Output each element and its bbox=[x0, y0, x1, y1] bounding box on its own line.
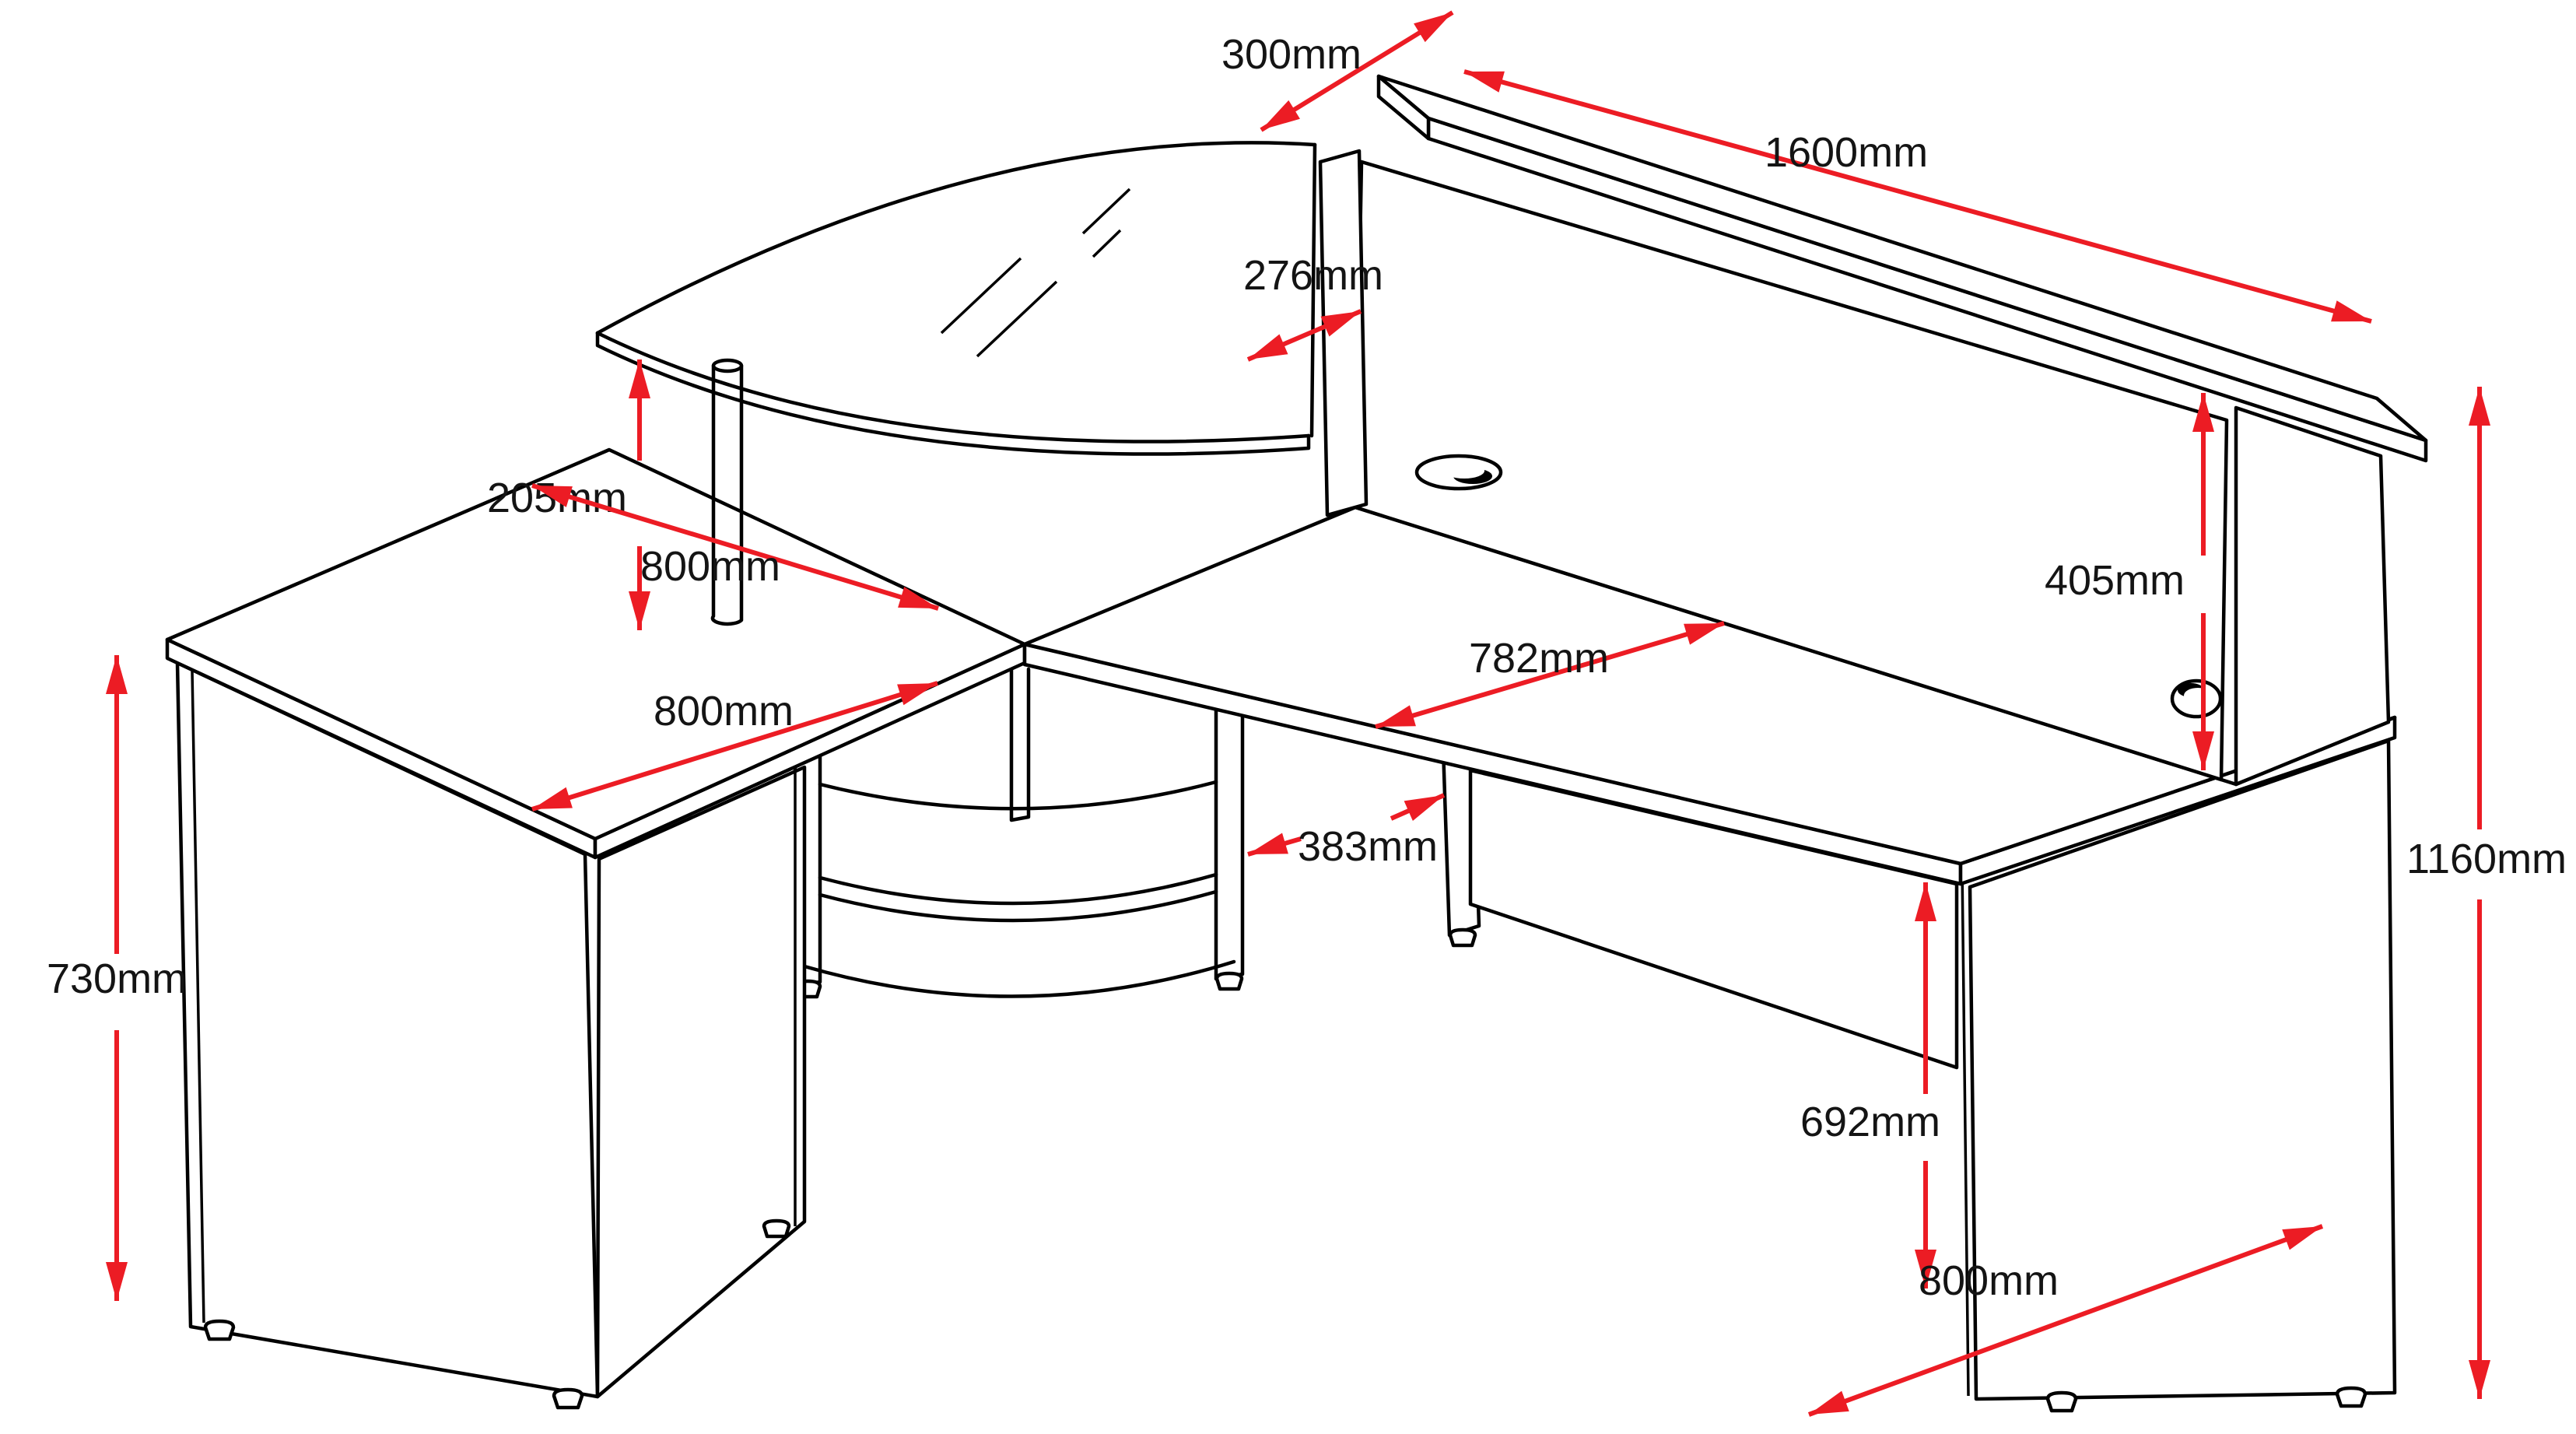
curved-glass-shelf bbox=[595, 141, 1317, 456]
corner-shelf-front-rail bbox=[818, 872, 1218, 923]
right-end-foot-left bbox=[2045, 1390, 2078, 1413]
dimension-arrow-hutch-top-depth bbox=[1260, 10, 1454, 132]
left-desk-foot-back bbox=[203, 1319, 236, 1341]
glass-front-edge bbox=[595, 331, 1311, 444]
dimension-label-return-depth: 800mm bbox=[654, 688, 794, 735]
glass-reflection-hatches bbox=[940, 188, 1131, 358]
dimension-label-return-width: 800mm bbox=[640, 543, 780, 590]
dimension-label-desk-clear-depth: 782mm bbox=[1469, 635, 1609, 682]
left-desk-end-panel-inner-edge bbox=[191, 670, 205, 1324]
dimension-label-underdesk-clearance: 692mm bbox=[1800, 1099, 1940, 1145]
dimension-arrow-hutch-top-length bbox=[1463, 69, 2372, 324]
dimension-annotations: 300mm 1600mm 276mm 205mm 800mm 800mm 782mm 405m… bbox=[47, 10, 2567, 1417]
corner-right-post bbox=[1214, 701, 1245, 981]
dimension-label-desk-height: 730mm bbox=[47, 955, 187, 1002]
dimension-label-hutch-side-depth: 276mm bbox=[1243, 252, 1383, 299]
dimension-label-glass-shelf-height: 205mm bbox=[487, 475, 627, 521]
glass-back-edge bbox=[595, 141, 1317, 335]
hutch-right-side-panel bbox=[2234, 405, 2391, 787]
dimension-arrow-end-panel-depth bbox=[1807, 1224, 2324, 1417]
desk-right-end-panel-edge bbox=[1961, 868, 1970, 1397]
dimension-arrow-return-width bbox=[531, 483, 939, 611]
hutch-left-side-panel bbox=[1318, 149, 1369, 517]
glass-thickness-edge bbox=[595, 142, 1317, 456]
cable-grommet-left bbox=[1414, 454, 1503, 491]
right-end-foot-right bbox=[2335, 1386, 2367, 1408]
corner-shelf-back-edge bbox=[818, 780, 1218, 811]
left-desk-foot-front bbox=[552, 1387, 584, 1410]
support-foot bbox=[1448, 927, 1477, 948]
dimension-label-hutch-height-above-desk: 405mm bbox=[2045, 557, 2185, 604]
corner-center-divider bbox=[1009, 665, 1031, 822]
dimension-label-corner-opening: 383mm bbox=[1298, 823, 1438, 870]
dimension-arrow-corner-opening bbox=[1390, 793, 1446, 821]
dimension-label-end-panel-depth: 800mm bbox=[1919, 1257, 2059, 1304]
dimension-label-hutch-top-length: 1600mm bbox=[1765, 129, 1928, 176]
left-desk-foot-right bbox=[762, 1218, 791, 1239]
dimension-label-hutch-top-depth: 300mm bbox=[1221, 31, 1362, 78]
dimension-arrow-corner-opening bbox=[1247, 833, 1302, 857]
corner-kick-curve bbox=[802, 959, 1236, 998]
dimension-arrow-desk-clear-depth bbox=[1375, 621, 1725, 729]
left-desk-front-panel bbox=[595, 765, 807, 1399]
dimension-arrow-hutch-side-depth bbox=[1246, 309, 1362, 362]
corner-foot-right bbox=[1214, 971, 1244, 991]
dimension-label-total-height: 1160mm bbox=[2406, 836, 2567, 882]
dimension-arrow-return-depth bbox=[531, 681, 938, 812]
